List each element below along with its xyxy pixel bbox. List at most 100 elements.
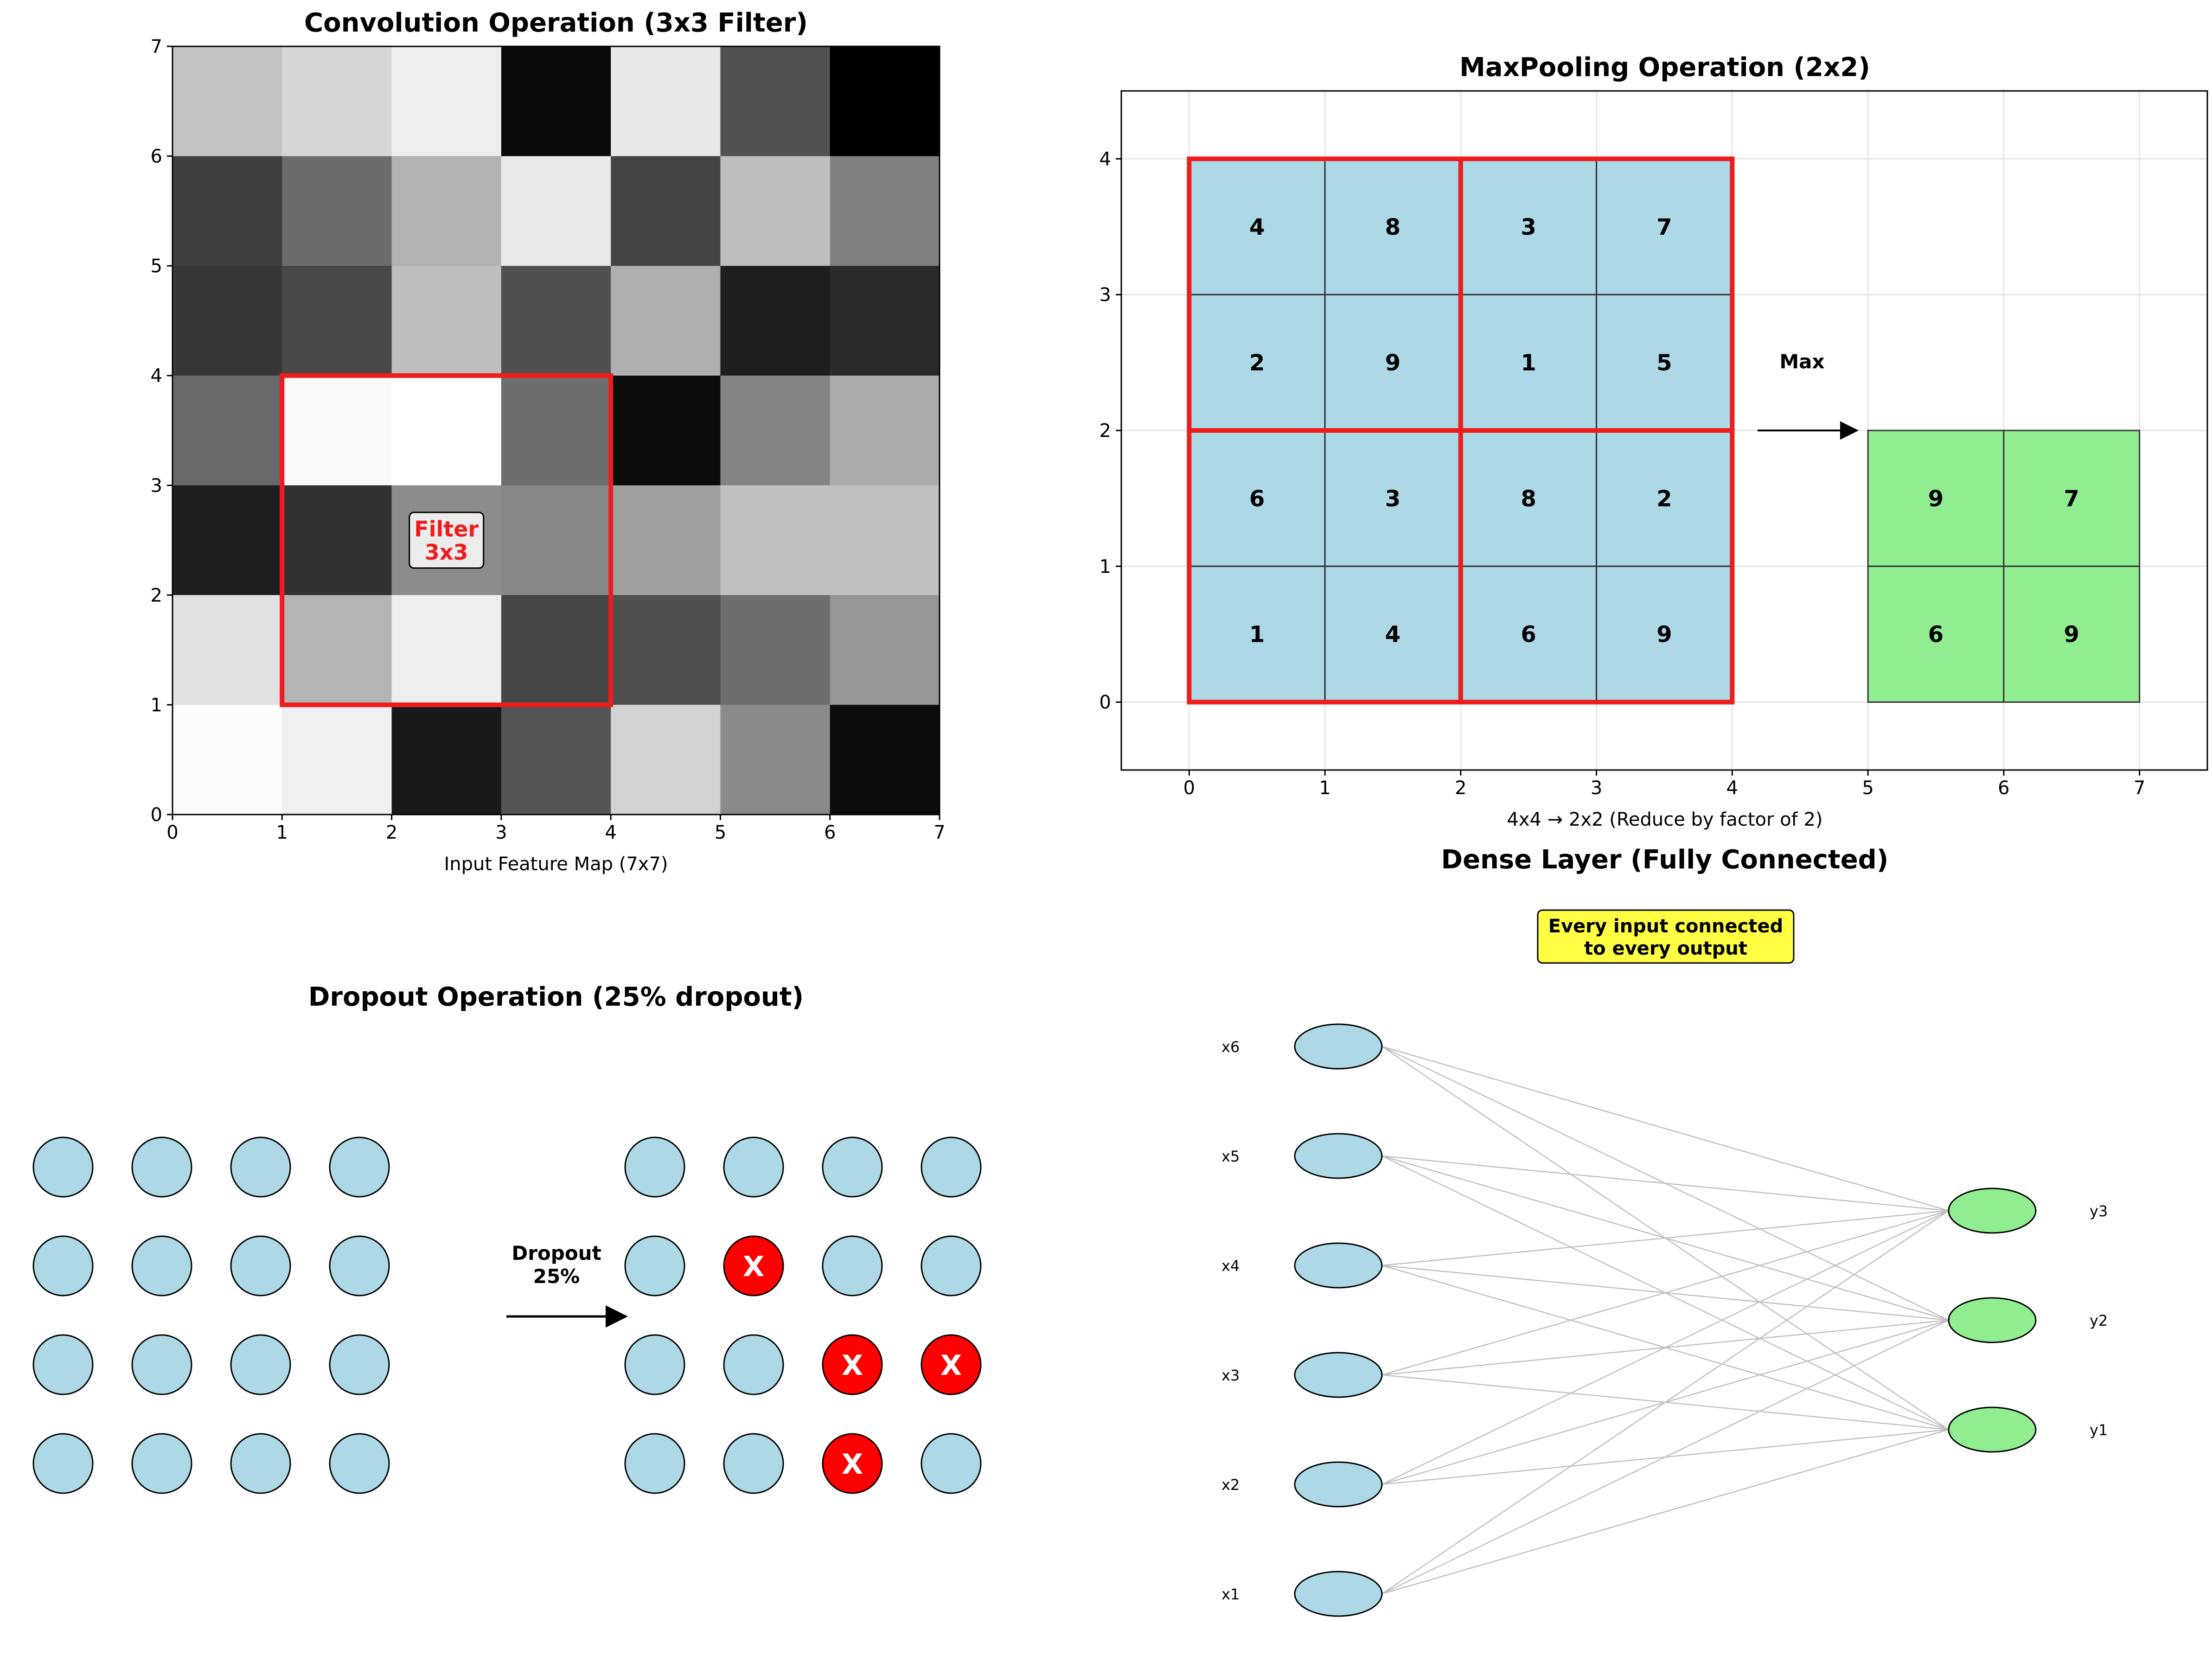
connection-line bbox=[1381, 1429, 1949, 1595]
filter-label-box bbox=[409, 512, 485, 569]
input-cell bbox=[282, 485, 392, 596]
x-tick-label: 5 bbox=[1862, 777, 1873, 799]
y-tick-label: 2 bbox=[1100, 420, 1111, 442]
dense-note-line2: to every output bbox=[1584, 938, 1747, 959]
neuron bbox=[822, 1235, 883, 1297]
input-cell bbox=[611, 485, 721, 596]
dropout-arrow-label-line1: Dropout bbox=[511, 1242, 601, 1264]
input-cell bbox=[173, 485, 283, 596]
input-cell bbox=[173, 266, 283, 376]
input-cell bbox=[501, 595, 611, 706]
input-cell bbox=[830, 375, 940, 486]
input-cell bbox=[720, 485, 831, 596]
input-cell-value: 2 bbox=[1656, 486, 1672, 512]
connection-line bbox=[1381, 1210, 1949, 1595]
x-tick-label: 2 bbox=[386, 822, 397, 843]
input-cell bbox=[830, 705, 940, 815]
input-cell bbox=[501, 485, 611, 596]
dropped-mark: X bbox=[842, 1349, 863, 1382]
input-cell bbox=[391, 266, 502, 376]
max-arrow-head bbox=[1840, 421, 1859, 440]
input-cell bbox=[720, 266, 831, 376]
input-cell-value: 9 bbox=[1656, 622, 1672, 648]
input-cell bbox=[501, 156, 611, 266]
y-tick-label: 3 bbox=[1100, 284, 1111, 306]
input-cell-value: 1 bbox=[1521, 350, 1536, 376]
neuron bbox=[131, 1433, 192, 1494]
input-cell-value: 1 bbox=[1249, 622, 1265, 648]
connection-line bbox=[1381, 1210, 1949, 1266]
dense-layer-panel: Dense Layer (Fully Connected) Every inpu… bbox=[1221, 845, 2108, 1617]
input-cell bbox=[1188, 430, 1326, 567]
input-cell bbox=[830, 46, 940, 157]
connection-line bbox=[1381, 1046, 1949, 1212]
input-cell bbox=[391, 595, 502, 706]
input-cell bbox=[1460, 565, 1598, 703]
input-cell bbox=[830, 266, 940, 376]
neuron bbox=[921, 1433, 982, 1494]
input-cell-value: 6 bbox=[1249, 486, 1265, 512]
input-cell bbox=[1596, 565, 1733, 703]
y-tick-label: 3 bbox=[151, 475, 162, 496]
connection-line bbox=[1381, 1210, 1949, 1376]
x-tick-label: 5 bbox=[715, 822, 726, 843]
connection-line bbox=[1381, 1319, 1949, 1595]
neuron bbox=[329, 1235, 390, 1297]
pooling-window bbox=[1458, 428, 1735, 705]
neuron bbox=[723, 1433, 784, 1494]
input-neuron-label: x3 bbox=[1221, 1367, 1240, 1384]
input-neuron bbox=[1294, 1571, 1383, 1617]
input-cell bbox=[1324, 430, 1462, 567]
input-neuron-label: x2 bbox=[1221, 1476, 1240, 1494]
input-cell bbox=[173, 46, 283, 157]
output-neuron bbox=[1948, 1187, 2037, 1234]
input-cell bbox=[282, 156, 392, 266]
input-cell bbox=[391, 705, 502, 815]
dropped-neuron bbox=[723, 1235, 784, 1297]
input-cell bbox=[501, 46, 611, 157]
input-cell bbox=[173, 375, 283, 486]
input-cell-value: 6 bbox=[1521, 622, 1536, 648]
dropped-neuron bbox=[822, 1433, 883, 1494]
y-tick-label: 0 bbox=[1100, 692, 1111, 713]
x-tick-label: 3 bbox=[1591, 777, 1602, 799]
input-cell bbox=[173, 156, 283, 266]
input-cell bbox=[830, 156, 940, 266]
input-cell-value: 4 bbox=[1249, 214, 1265, 240]
input-cell bbox=[173, 705, 283, 815]
input-cell bbox=[282, 46, 392, 157]
output-cell-value: 6 bbox=[1928, 622, 1943, 648]
y-tick-label: 0 bbox=[151, 804, 162, 826]
input-cell-value: 3 bbox=[1385, 486, 1400, 512]
neuron bbox=[131, 1334, 192, 1395]
x-tick-label: 7 bbox=[2134, 777, 2145, 799]
input-cell-value: 2 bbox=[1249, 350, 1265, 376]
dropped-neuron bbox=[822, 1334, 883, 1395]
x-tick-label: 6 bbox=[824, 822, 836, 843]
input-cell bbox=[720, 705, 831, 815]
input-cell bbox=[282, 595, 392, 706]
input-cell bbox=[501, 375, 611, 486]
convolution-input-grid bbox=[173, 46, 940, 815]
y-tick-label: 4 bbox=[1100, 148, 1111, 170]
input-cell bbox=[720, 156, 831, 266]
output-cell bbox=[1867, 430, 2005, 567]
input-neuron-label: x4 bbox=[1221, 1257, 1240, 1275]
input-cell bbox=[611, 375, 721, 486]
x-tick-label: 1 bbox=[1319, 777, 1330, 799]
dropout-arrow-label-line2: 25% bbox=[533, 1265, 580, 1288]
input-cell bbox=[1460, 294, 1598, 431]
input-neuron bbox=[1294, 1023, 1383, 1070]
max-arrow-label: Max bbox=[1779, 350, 1824, 373]
neuron bbox=[32, 1235, 94, 1297]
input-cell bbox=[611, 46, 721, 157]
neuron bbox=[230, 1433, 291, 1494]
